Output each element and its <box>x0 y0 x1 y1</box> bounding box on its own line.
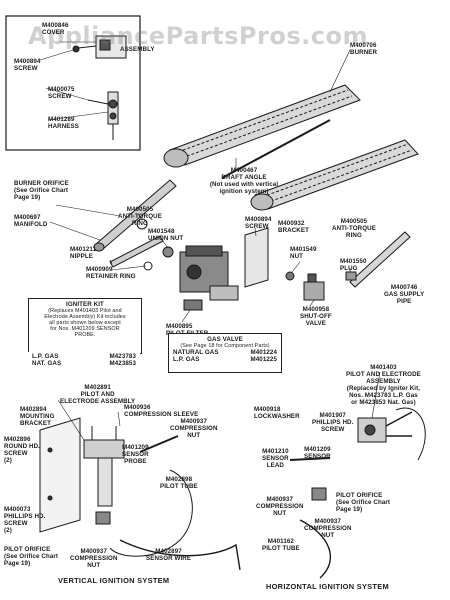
igniter-kit-title: IGNITER KIT <box>66 301 104 308</box>
horizontal-compression-nut <box>311 487 327 501</box>
horizontal-system-title: HORIZONTAL IGNITION SYSTEM <box>266 582 389 591</box>
gas-supply-pipe <box>349 231 411 288</box>
vertical-system-title: VERTICAL IGNITION SYSTEM <box>58 576 170 585</box>
vertical-pilot-assembly <box>83 426 125 507</box>
horizontal-sensor-wire <box>395 407 426 461</box>
union-nut-part <box>162 246 174 258</box>
draft-angle-rod <box>221 119 331 179</box>
inset-frame <box>5 15 141 151</box>
shut-off-valve-part <box>303 273 325 301</box>
horizontal-pilot-assembly <box>357 411 413 443</box>
bracket-part <box>244 227 269 288</box>
pilot-filter-part <box>183 299 203 311</box>
horizontal-pilot-tube <box>299 519 331 579</box>
igniter-cover-part <box>72 35 127 59</box>
vertical-pilot-tube <box>119 539 241 571</box>
watermark-text: AppliancePartsPros.com <box>28 22 368 50</box>
gas-valve-box: GAS VALVE (See Page 18 for Component Par… <box>168 333 282 373</box>
harness-part <box>87 91 119 140</box>
manifold-pipe <box>93 179 177 252</box>
vertical-compression-nut <box>95 511 111 525</box>
vertical-sensor-probe <box>139 435 179 453</box>
gas-valve-title: GAS VALVE <box>207 336 243 343</box>
igniter-kit-box: IGNITER KIT (Replaces M401403 Pilot and … <box>28 298 142 354</box>
gas-valve-body <box>179 245 239 301</box>
burner-upper <box>163 84 361 168</box>
plug-part <box>345 271 357 281</box>
vertical-mounting-bracket <box>39 417 81 533</box>
horizontal-sensor <box>289 457 331 461</box>
vertical-sensor-wire <box>109 469 193 557</box>
assembly-label: ASSEMBLY <box>120 46 155 53</box>
anti-torque-ring-left <box>136 218 148 230</box>
burner-lower <box>250 139 419 211</box>
nut-part <box>285 271 295 281</box>
